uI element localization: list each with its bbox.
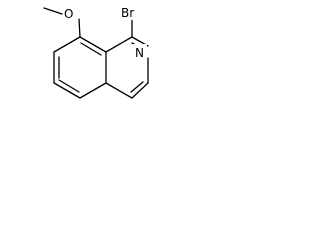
bond-double-c8-c8a-inner — [80, 42, 102, 56]
bond-c7-c8 — [53, 36, 81, 53]
bromine-atom-label: Br — [121, 6, 134, 20]
bond-c8a-c1 — [105, 36, 133, 53]
bond-methyl-oxygen — [43, 7, 63, 15]
bond-c3-c4 — [131, 82, 149, 99]
bond-oxygen-c8 — [78, 18, 81, 38]
bond-c8-c8a — [79, 36, 107, 53]
atom-labels: O Br N — [63, 4, 147, 60]
bond-c5-c6 — [53, 82, 81, 99]
bond-c4a-c5 — [79, 82, 107, 99]
bond-double-c3-c4-inner — [130, 81, 144, 93]
bond-double-c5-c6-inner — [58, 79, 80, 93]
bond-lines — [43, 7, 149, 99]
isoquinoline-structure-diagram: O Br N — [43, 4, 149, 99]
nitrogen-atom-label: N — [135, 46, 144, 60]
bond-c4-c4a — [105, 82, 133, 99]
oxygen-atom-label: O — [64, 7, 73, 21]
